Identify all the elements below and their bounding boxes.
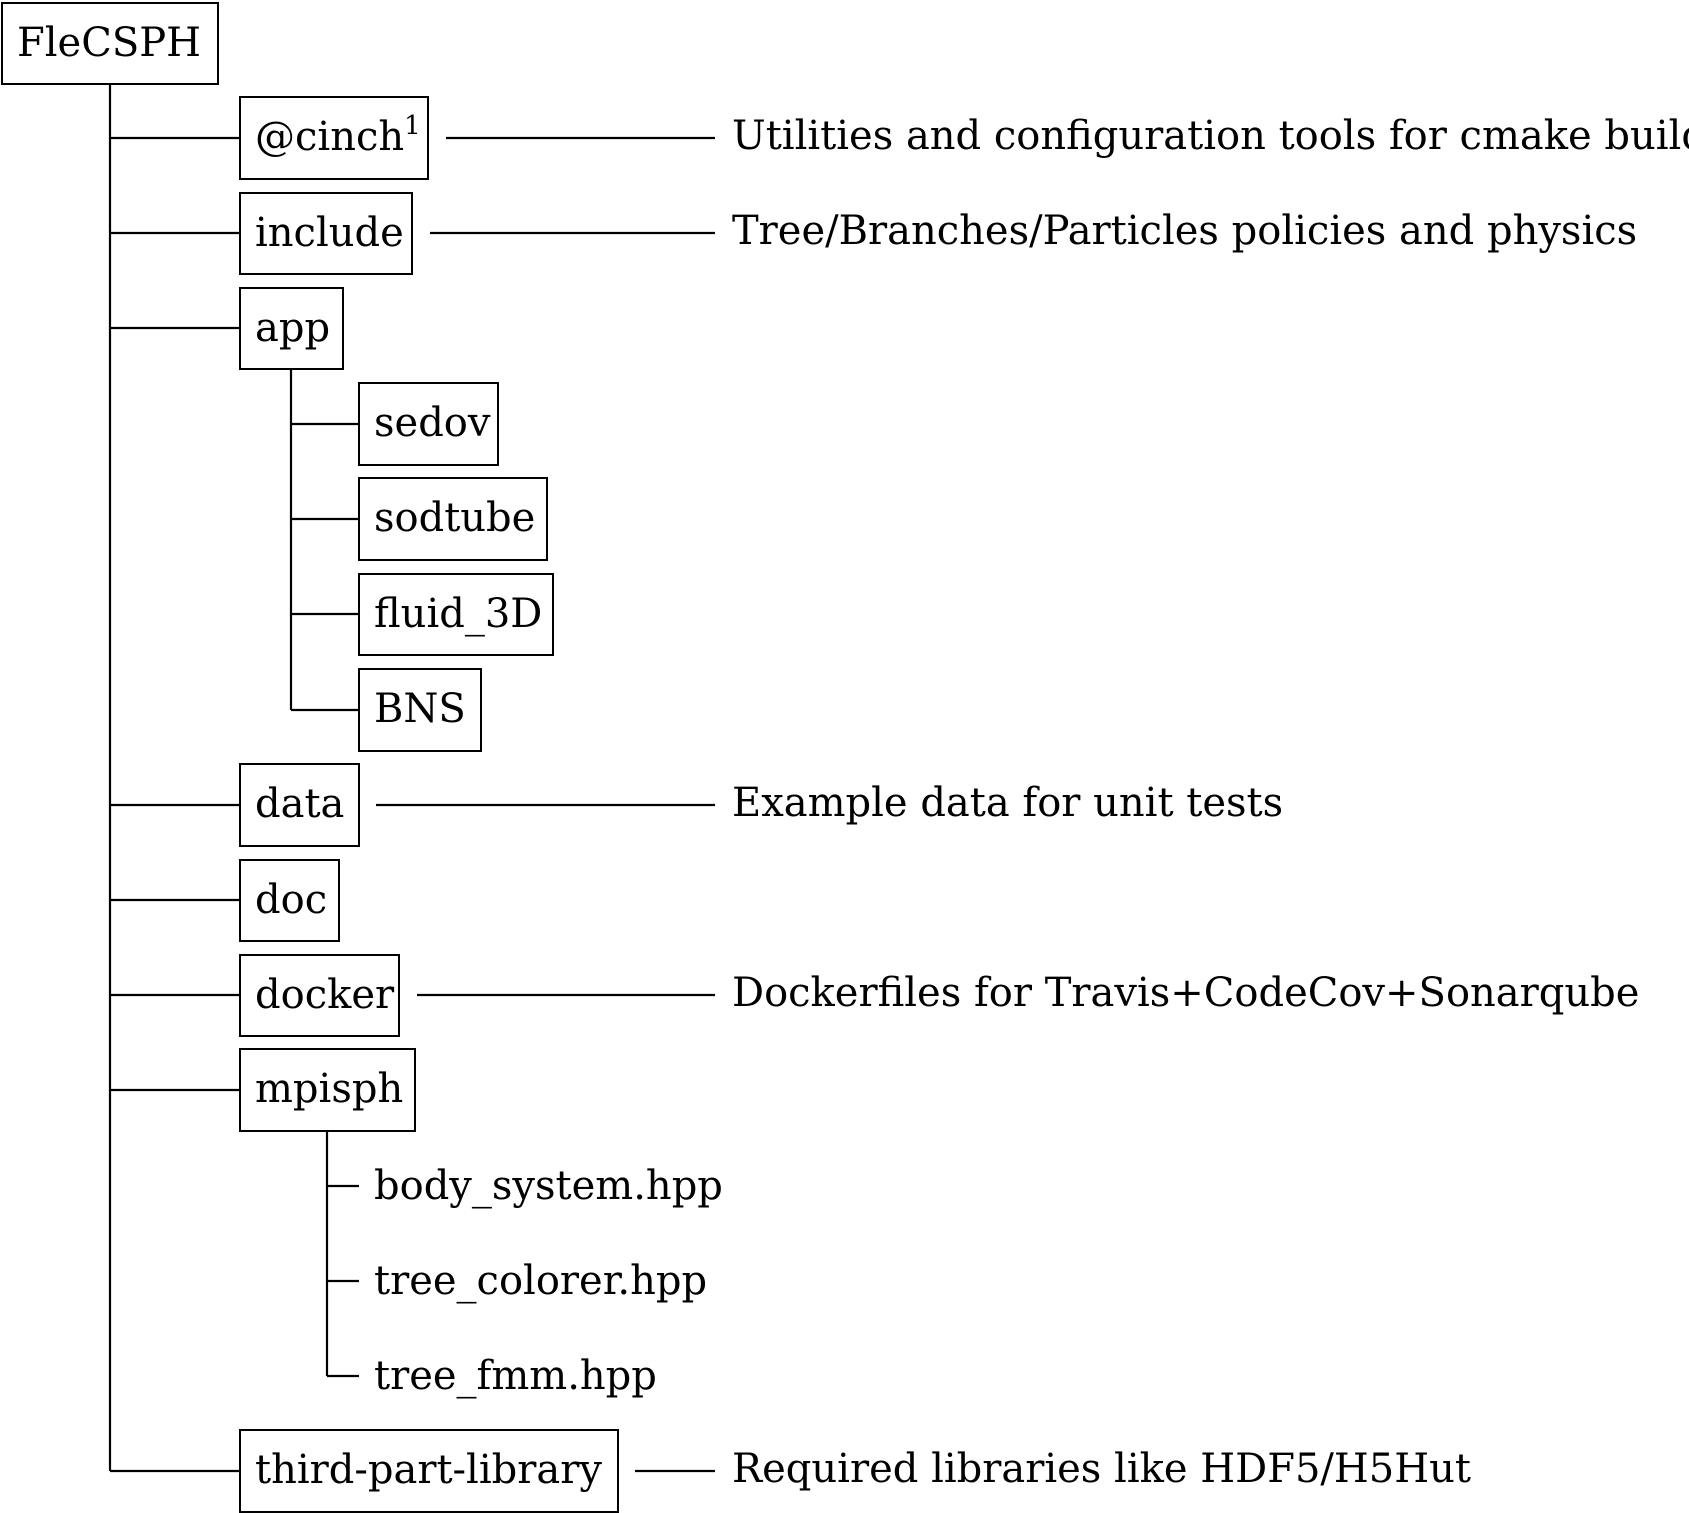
- description-third-party: Required libraries like HDF5/H5Hut: [732, 1446, 1471, 1492]
- folder-doc-label: doc: [255, 877, 328, 923]
- folder-bns-label: BNS: [374, 686, 466, 732]
- root-label: FleCSPH: [17, 20, 202, 66]
- folder-app-label: app: [255, 305, 331, 351]
- folder-sedov: sedov: [358, 382, 499, 466]
- folder-app: app: [239, 287, 344, 370]
- file-tree-fmm: tree_fmm.hpp: [374, 1353, 657, 1399]
- folder-include: include: [239, 192, 413, 275]
- folder-third-party: third-part-library: [239, 1429, 619, 1513]
- description-data: Example data for unit tests: [732, 780, 1284, 826]
- folder-include-label: include: [255, 210, 404, 256]
- folder-fluid-3d: fluid_3D: [358, 573, 554, 656]
- description-cinch: Utilities and configuration tools for cm…: [732, 113, 1689, 159]
- folder-data-label: data: [255, 781, 345, 827]
- folder-fluid-3d-label: fluid_3D: [374, 591, 543, 637]
- folder-sedov-label: sedov: [374, 400, 491, 446]
- folder-mpisph-label: mpisph: [255, 1066, 404, 1112]
- folder-cinch-label: @cinch: [255, 114, 405, 160]
- footnote-marker: 1: [404, 111, 421, 141]
- folder-sodtube: sodtube: [358, 477, 548, 561]
- folder-cinch: @cinch1: [239, 96, 429, 180]
- folder-third-party-label: third-part-library: [255, 1447, 602, 1493]
- folder-data: data: [239, 763, 360, 847]
- folder-doc: doc: [239, 859, 340, 942]
- description-include: Tree/Branches/Particles policies and phy…: [732, 208, 1638, 254]
- folder-sodtube-label: sodtube: [374, 495, 536, 541]
- root-node: FleCSPH: [1, 2, 219, 85]
- folder-docker: docker: [239, 954, 400, 1037]
- file-tree-colorer: tree_colorer.hpp: [374, 1258, 708, 1304]
- folder-docker-label: docker: [255, 972, 395, 1018]
- description-docker: Dockerfiles for Travis+CodeCov+Sonarqube: [732, 970, 1640, 1016]
- file-body-system: body_system.hpp: [374, 1163, 723, 1209]
- folder-mpisph: mpisph: [239, 1048, 416, 1132]
- folder-bns: BNS: [358, 668, 482, 752]
